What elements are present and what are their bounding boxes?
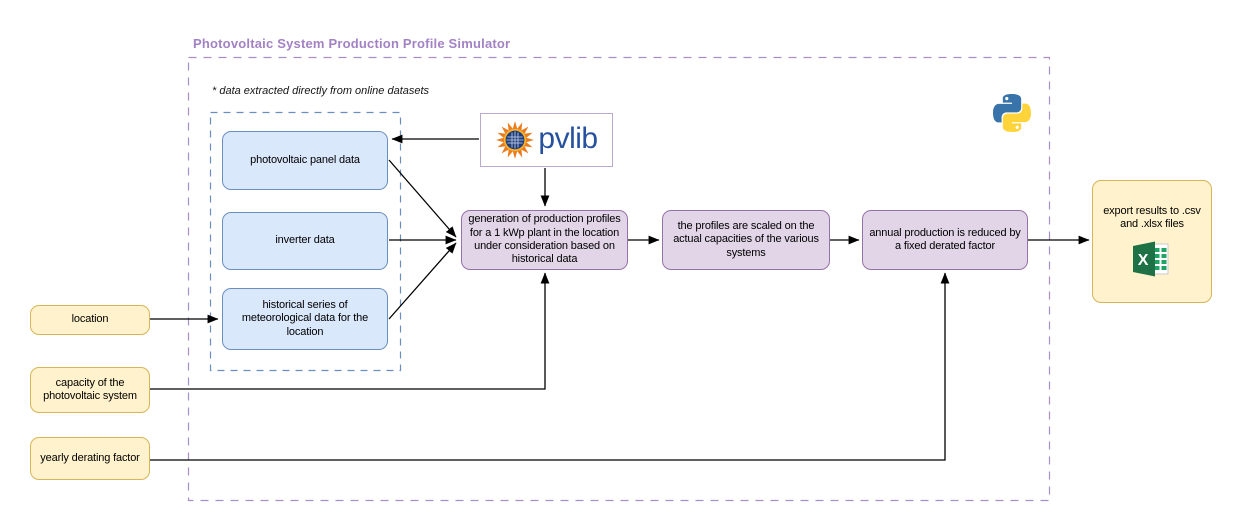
svg-text:X: X (1138, 252, 1149, 269)
excel-spreadsheet-icon: X (1133, 241, 1169, 277)
diagram-title: Photovoltaic System Production Profile S… (193, 36, 511, 51)
simulator-boundary-frame (187, 56, 1051, 502)
pvlib-sun-icon (496, 121, 535, 159)
data-source-note: * data extracted directly from online da… (212, 85, 430, 97)
python-logo-icon (993, 94, 1031, 132)
pvlib-logo-box: pvlib (480, 113, 613, 167)
node-input-capacity: capacity of the photovoltaic system (30, 367, 150, 413)
node-input-location: location (30, 305, 150, 335)
node-historical-meteorological-data: historical series of meteorological data… (222, 288, 388, 350)
node-profiles-scaled: the profiles are scaled on the actual ca… (662, 210, 830, 270)
node-photovoltaic-panel-data: photovoltaic panel data (222, 131, 388, 190)
pvlib-logo-label: pvlib (538, 122, 598, 155)
node-annual-production-derated: annual production is reduced by a fixed … (862, 210, 1028, 270)
arrow-panel-to-generation (388, 159, 457, 238)
node-export-results: export results to .csv and .xlsx files X (1092, 180, 1212, 303)
node-input-yearly-derating-factor: yearly derating factor (30, 437, 150, 480)
arrow-historical-to-generation (388, 242, 457, 320)
node-inverter-data: inverter data (222, 212, 388, 270)
node-generation-profiles: generation of production profiles for a … (461, 210, 628, 270)
export-label: export results to .csv and .xlsx files (1103, 204, 1201, 230)
